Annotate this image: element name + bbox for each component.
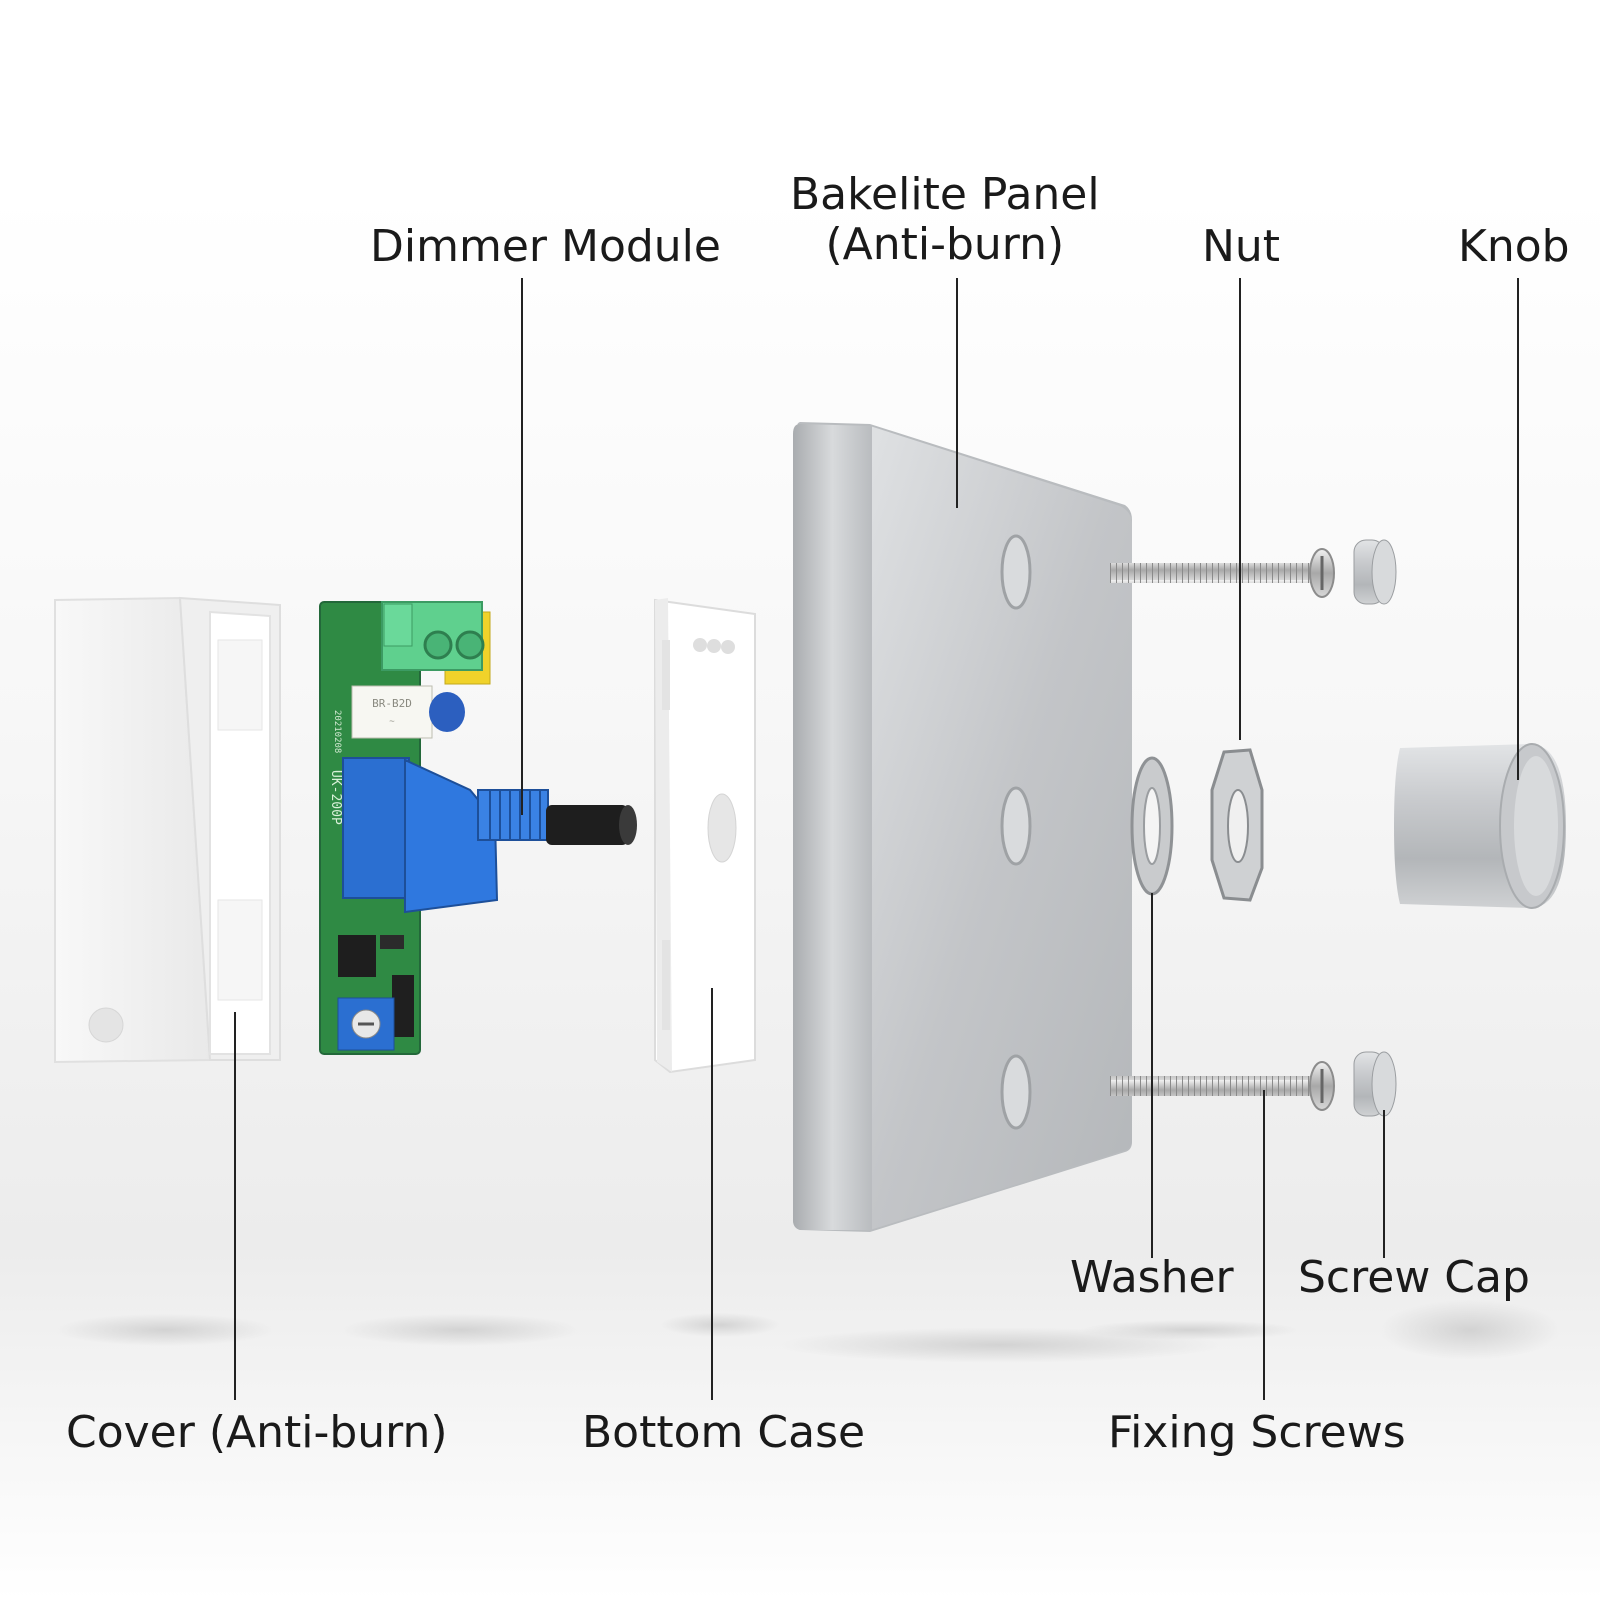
lower-screw-cap-part [1353,1051,1397,1117]
label-fixing-screws: Fixing Screws [1108,1408,1406,1458]
label-bakelite-panel: Bakelite Panel (Anti-burn) [790,170,1100,270]
label-washer: Washer [1070,1253,1234,1303]
label-knob-text: Knob [1458,221,1570,272]
label-knob: Knob [1458,222,1570,272]
label-cover-text: Cover (Anti-burn) [66,1407,448,1458]
label-fixing-screws-text: Fixing Screws [1108,1407,1406,1458]
label-bottom-case-text: Bottom Case [582,1407,866,1458]
label-screw-cap-text: Screw Cap [1298,1252,1530,1303]
label-bakelite-panel-line2: (Anti-burn) [825,219,1065,270]
leader-lines [234,278,1519,1400]
relay-marking: BR-B2D [372,697,412,710]
nut-part [1210,748,1264,902]
knob-part [1394,743,1566,909]
board-model-marking: UK-200P [328,770,343,825]
dimmer-module-part: BR-B2D ~ 20210208 UK-200P [319,601,637,1055]
label-cover: Cover (Anti-burn) [66,1408,448,1458]
label-dimmer-module: Dimmer Module [370,222,721,272]
label-nut-text: Nut [1202,221,1281,272]
upper-fixing-screw-part [1110,548,1335,598]
label-bottom-case: Bottom Case [582,1408,865,1458]
floor-shadows [55,1300,1560,1363]
upper-screw-cap-part [1353,539,1397,605]
bottom-case-part [654,598,756,1074]
label-dimmer-module-text: Dimmer Module [370,221,721,272]
washer-part [1130,756,1174,896]
label-bakelite-panel-line1: Bakelite Panel [790,169,1100,220]
label-nut: Nut [1202,222,1280,272]
label-screw-cap: Screw Cap [1298,1253,1530,1303]
board-date-marking: 20210208 [332,710,342,753]
label-washer-text: Washer [1070,1252,1234,1303]
cover-part [54,596,281,1064]
bakelite-panel-part [793,422,1132,1232]
lower-fixing-screw-part [1110,1061,1335,1111]
svg-text:~: ~ [389,717,395,727]
